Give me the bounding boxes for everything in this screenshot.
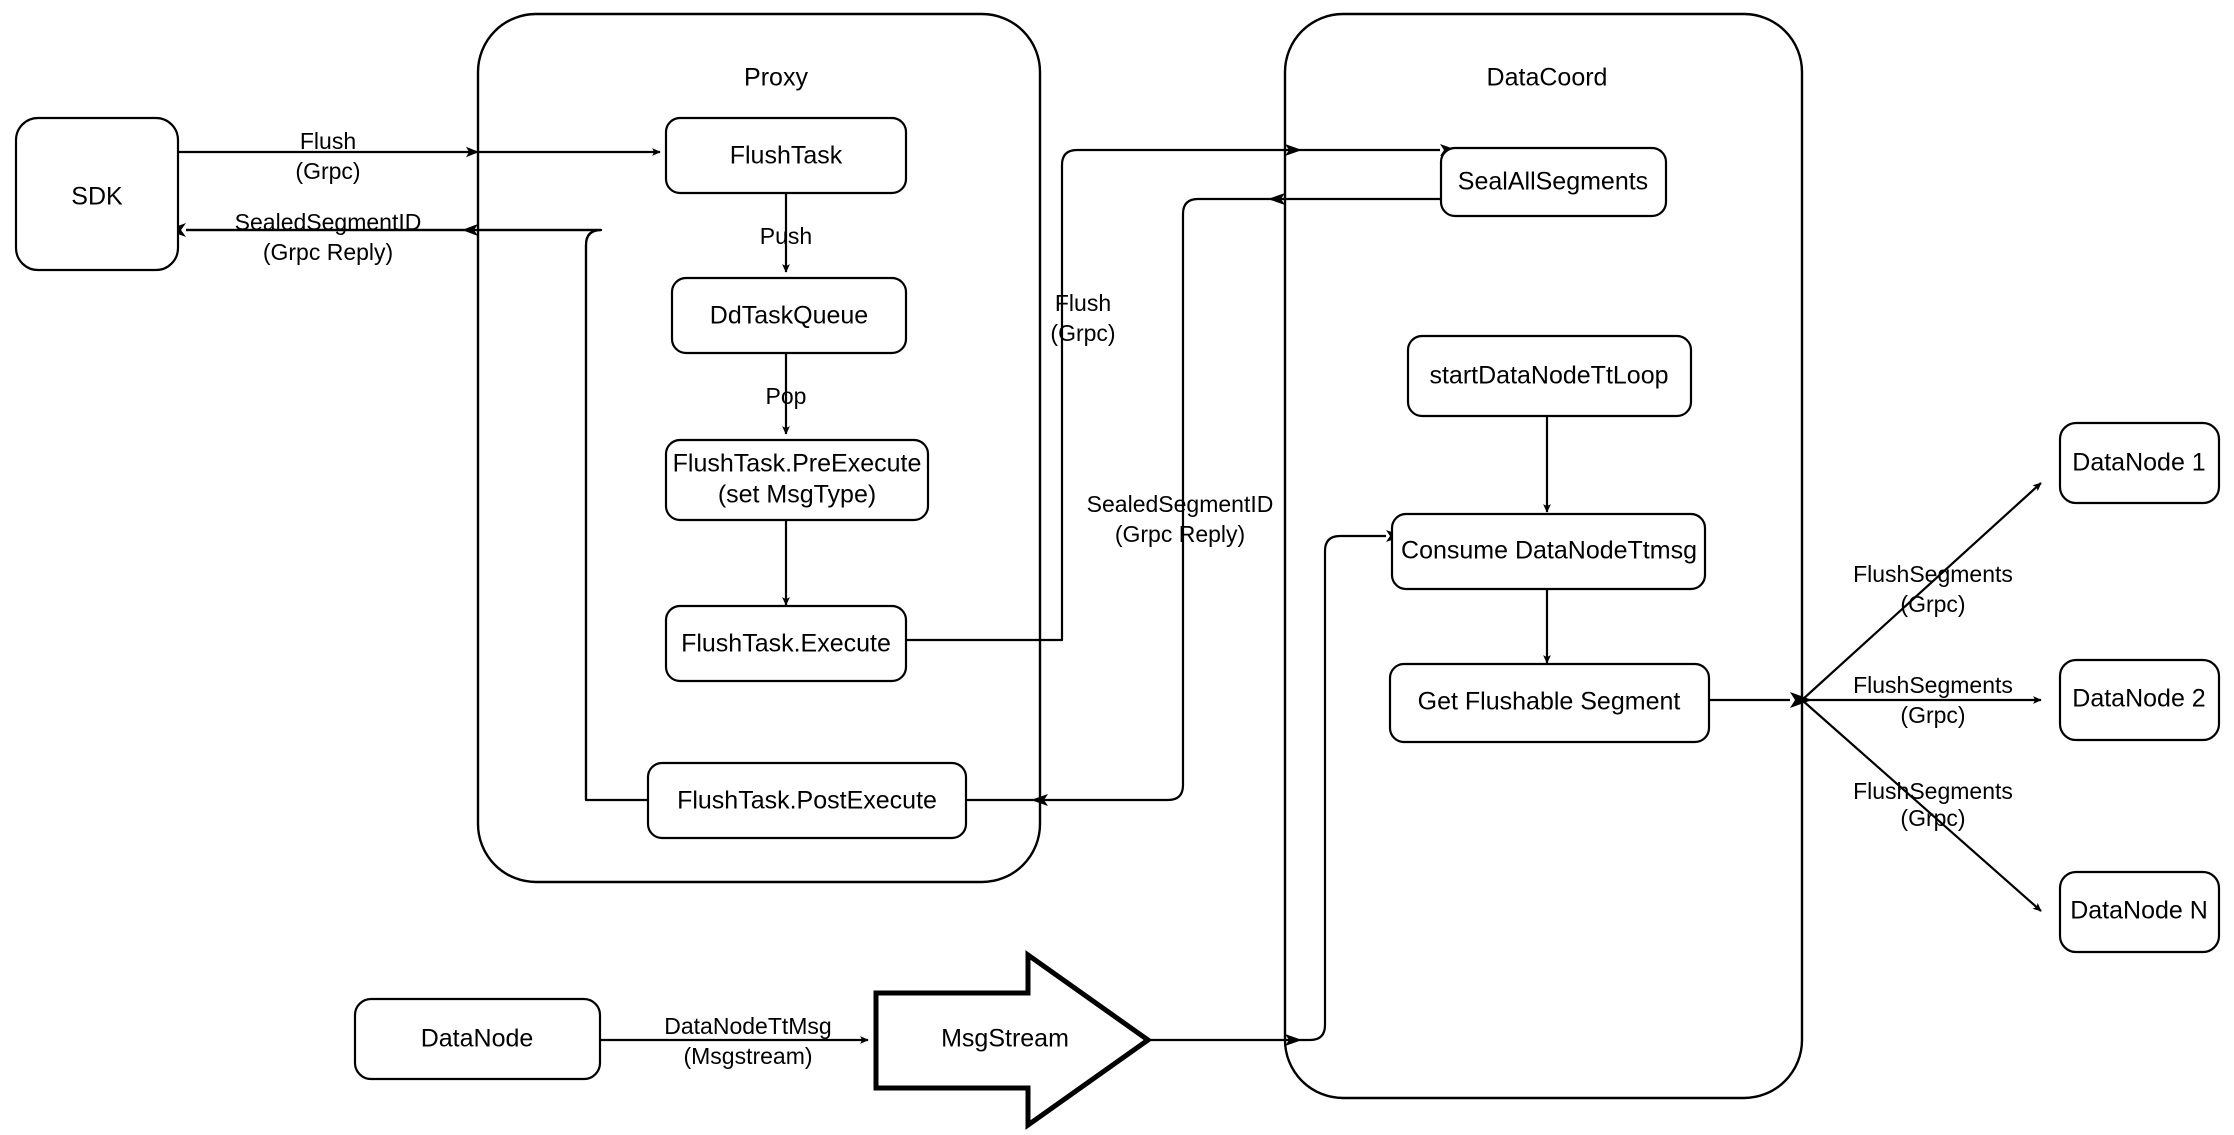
node-start-datanode-tt-loop-label: startDataNodeTtLoop xyxy=(1429,362,1668,390)
node-datanode-n-label: DataNode N xyxy=(2070,897,2208,925)
edge-junction-to-datanode2: FlushSegments (Grpc) xyxy=(1802,672,2042,728)
node-ddtaskqueue-label: DdTaskQueue xyxy=(710,302,868,330)
edge-label-push: Push xyxy=(760,223,812,249)
node-sealallsegments-box[interactable] xyxy=(1439,146,1668,218)
node-msgstream-shape[interactable] xyxy=(873,950,1153,1130)
node-start-datanode-tt-loop[interactable]: startDataNodeTtLoop xyxy=(1406,334,1693,418)
node-flushtask-execute[interactable]: FlushTask.Execute xyxy=(664,604,908,683)
edge-label-flush-grpc-line2: (Grpc) xyxy=(295,158,360,184)
edge-msgstream-boundary-arrowhead xyxy=(1285,1034,1302,1046)
edge-junction-to-datanoden-line xyxy=(1801,699,2042,912)
edge-label-coord-sealedsegmentid-line1: SealedSegmentID xyxy=(1087,491,1274,517)
edge-ddtaskqueue-to-preexecute: Pop xyxy=(766,353,807,435)
node-sealallsegments[interactable]: SealAllSegments xyxy=(1439,146,1668,218)
edge-postexecute-boundary-arrowhead xyxy=(462,224,478,236)
node-flushtask-postexecute[interactable]: FlushTask.PostExecute xyxy=(646,761,968,840)
edge-label-flushsegments-1-line1: FlushSegments xyxy=(1853,561,2013,587)
node-sealallsegments-label: SealAllSegments xyxy=(1458,168,1648,196)
node-msgstream-label: MsgStream xyxy=(941,1025,1069,1053)
edge-label-pop: Pop xyxy=(766,383,807,409)
node-get-flushable-segment-box[interactable] xyxy=(1388,662,1711,744)
edge-getflushable-junction-arrowhead xyxy=(1790,692,1812,708)
node-flushtask-execute-box[interactable] xyxy=(664,604,908,683)
node-datanode-source-box[interactable] xyxy=(353,997,602,1081)
proxy-container-label: Proxy xyxy=(744,64,808,92)
node-sdk[interactable]: SDK xyxy=(14,116,180,272)
node-sdk-label: SDK xyxy=(71,183,123,211)
node-datanode-source-label: DataNode xyxy=(421,1025,534,1053)
edge-junction-to-datanoden: FlushSegments (Grpc) xyxy=(1801,699,2042,912)
edge-flush-grpc-boundary-arrowhead xyxy=(1285,144,1302,156)
edge-label-sealedsegmentid-reply-line2: (Grpc Reply) xyxy=(263,239,393,265)
edge-junction-to-datanode1: FlushSegments (Grpc) xyxy=(1801,482,2042,701)
edge-sdk-to-flushtask-boundary-arrowhead xyxy=(466,146,479,158)
edge-sealedsegment-proxy-boundary-arrowhead xyxy=(1031,794,1048,806)
edge-execute-to-sealallsegments: Flush (Grpc) xyxy=(906,144,1457,642)
edge-label-sealedsegmentid-reply-line1: SealedSegmentID xyxy=(235,209,422,235)
node-flushtask[interactable]: FlushTask xyxy=(664,116,908,195)
node-datanode-2-box[interactable] xyxy=(2058,658,2221,742)
node-datanode-1-box[interactable] xyxy=(2058,421,2221,505)
node-datanode-source[interactable]: DataNode xyxy=(353,997,602,1081)
node-flushtask-preexecute-label-line1: FlushTask.PreExecute xyxy=(673,450,922,478)
edge-execute-to-sealallsegments-line xyxy=(906,148,1440,642)
edge-sdk-to-flushtask: Flush (Grpc) xyxy=(178,128,661,184)
node-consume-datanode-ttmsg-label: Consume DataNodeTtmsg xyxy=(1401,537,1697,565)
node-flushtask-postexecute-box[interactable] xyxy=(646,761,968,840)
node-datanode-1[interactable]: DataNode 1 xyxy=(2058,421,2221,505)
node-flushtask-preexecute-box[interactable] xyxy=(664,438,930,522)
edge-label-flushsegments-2-line2: (Grpc) xyxy=(1900,702,1965,728)
edge-datanode-to-msgstream: DataNodeTtMsg (Msgstream) xyxy=(598,1013,869,1069)
edge-postexecute-to-sdk-segment xyxy=(478,228,603,800)
edge-label-flushsegments-1-line2: (Grpc) xyxy=(1900,591,1965,617)
node-datanode-2[interactable]: DataNode 2 xyxy=(2058,658,2221,742)
edge-sealedsegment-boundary-arrowhead xyxy=(1268,193,1285,205)
edge-getflushable-to-junction xyxy=(1709,692,1812,708)
edge-label-proxy-flush-grpc-line1: Flush xyxy=(1055,290,1111,316)
edge-label-flushsegments-2-line1: FlushSegments xyxy=(1853,672,2013,698)
edge-label-flushsegments-n-line2: (Grpc) xyxy=(1900,805,1965,831)
node-datanode-1-label: DataNode 1 xyxy=(2072,449,2205,477)
node-start-datanode-tt-loop-box[interactable] xyxy=(1406,334,1693,418)
node-get-flushable-segment[interactable]: Get Flushable Segment xyxy=(1388,662,1711,744)
node-flushtask-execute-label: FlushTask.Execute xyxy=(681,630,891,658)
node-datanode-n[interactable]: DataNode N xyxy=(2058,870,2221,954)
node-get-flushable-segment-label: Get Flushable Segment xyxy=(1418,688,1681,716)
edge-label-datanodettmsg-line2: (Msgstream) xyxy=(683,1043,812,1069)
edge-junction-to-datanode1-line xyxy=(1801,482,2042,701)
node-flushtask-preexecute-label-line2: (set MsgType) xyxy=(718,481,876,509)
edge-label-coord-sealedsegmentid-line2: (Grpc Reply) xyxy=(1115,521,1245,547)
node-flushtask-box[interactable] xyxy=(664,116,908,195)
node-flushtask-postexecute-label: FlushTask.PostExecute xyxy=(677,787,937,815)
node-sdk-box[interactable] xyxy=(14,116,180,272)
node-flushtask-preexecute[interactable]: FlushTask.PreExecute (set MsgType) xyxy=(664,438,930,522)
datacoord-container-label: DataCoord xyxy=(1487,64,1608,92)
node-flushtask-label: FlushTask xyxy=(730,142,843,170)
node-ddtaskqueue-box[interactable] xyxy=(670,276,908,355)
edge-sealallsegments-to-postexecute-line xyxy=(966,197,1440,802)
edge-label-datanodettmsg-line1: DataNodeTtMsg xyxy=(664,1013,831,1039)
node-datanode-n-box[interactable] xyxy=(2058,870,2221,954)
node-msgstream[interactable]: MsgStream xyxy=(873,950,1153,1130)
node-ddtaskqueue[interactable]: DdTaskQueue xyxy=(670,276,908,355)
node-consume-datanode-ttmsg-box[interactable] xyxy=(1390,512,1707,591)
node-consume-datanode-ttmsg[interactable]: Consume DataNodeTtmsg xyxy=(1390,512,1707,591)
edge-label-flush-grpc-line1: Flush xyxy=(300,128,356,154)
edge-label-flushsegments-n-line1: FlushSegments xyxy=(1853,778,2013,804)
edge-sealallsegments-to-postexecute: SealedSegmentID (Grpc Reply) xyxy=(949,193,1440,806)
node-datanode-2-label: DataNode 2 xyxy=(2072,685,2205,713)
edge-msgstream-to-consume-line xyxy=(1150,534,1386,1042)
edge-postexecute-to-sdk: SealedSegmentID (Grpc Reply) xyxy=(167,209,648,802)
edge-label-proxy-flush-grpc-line2: (Grpc) xyxy=(1050,320,1115,346)
edge-flushtask-to-ddtaskqueue: Push xyxy=(760,193,812,273)
